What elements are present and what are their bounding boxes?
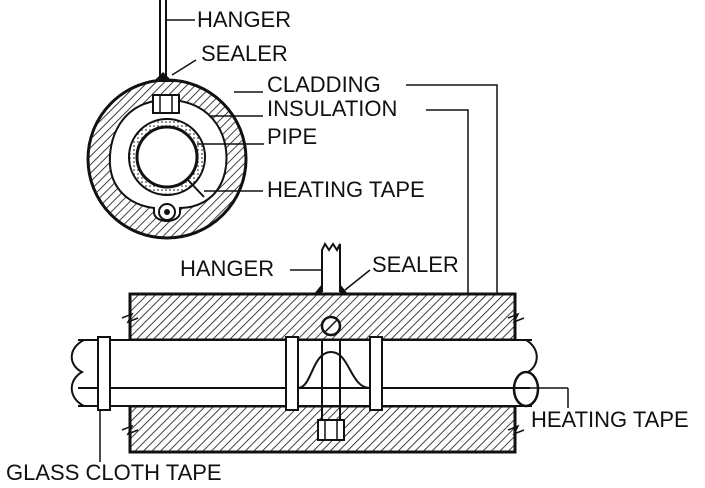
glass-cloth-tape-band <box>97 336 111 411</box>
side-view <box>70 242 569 454</box>
side-view-labels: HANGER SEALER HEATING TAPE GLASS CLOTH T… <box>6 252 689 485</box>
label-pipe: PIPE <box>267 124 317 149</box>
glass-cloth-tape-band <box>285 336 299 411</box>
cross-section-pipe <box>135 125 199 189</box>
label-insulation: INSULATION <box>267 96 397 121</box>
cross-section-sealer <box>153 72 173 82</box>
heating-tape-loop <box>297 350 371 389</box>
cross-section-labels: HANGER SEALER CLADDING INSULATION PIPE H… <box>166 7 498 318</box>
glass-cloth-tape-band <box>369 336 383 411</box>
upper-insulation-block <box>128 292 517 342</box>
side-pipe <box>78 340 532 406</box>
label-glass-cloth-tape: GLASS CLOTH TAPE <box>6 460 222 485</box>
side-sealer <box>314 284 322 294</box>
label-cladding: CLADDING <box>267 72 381 97</box>
label-top-hanger: HANGER <box>197 7 291 32</box>
cross-section-hanger-clamp <box>152 94 180 114</box>
side-hanger-rod <box>321 242 341 292</box>
label-side-hanger: HANGER <box>180 256 274 281</box>
cross-section-view <box>86 0 248 240</box>
label-side-sealer: SEALER <box>372 252 459 277</box>
label-side-heating-tape: HEATING TAPE <box>531 407 689 432</box>
label-top-sealer: SEALER <box>201 41 288 66</box>
side-bottom-nut <box>317 419 345 441</box>
label-top-heating-tape: HEATING TAPE <box>267 177 425 202</box>
